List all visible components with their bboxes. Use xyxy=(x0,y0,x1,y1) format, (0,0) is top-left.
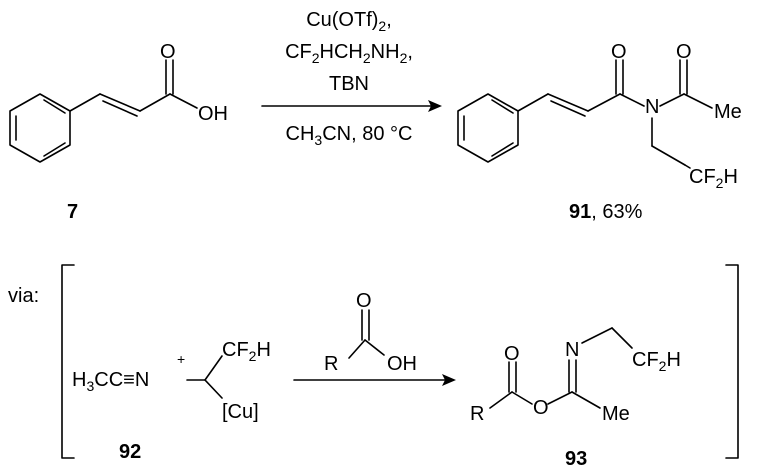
product-nitrogen: N xyxy=(645,96,659,118)
reagent-line-2: CF2HCH2NH2, xyxy=(285,41,413,66)
left-bracket xyxy=(61,264,75,459)
acid-hydroxyl: OH xyxy=(387,353,417,375)
intermediate-93-cf2h: CF2H xyxy=(632,349,681,374)
compound-label-7: 7 xyxy=(67,201,78,223)
acid-bonds xyxy=(348,309,385,359)
intermediate-92-bonds xyxy=(186,355,223,399)
compound-label-91: 91, 63% xyxy=(569,201,643,223)
product-cf2h: CF2H xyxy=(689,166,738,191)
product-methyl: Me xyxy=(714,101,742,123)
product-oxygen-2: O xyxy=(676,41,692,63)
intermediate-93-r-group: R xyxy=(470,403,484,425)
carbonyl-oxygen: O xyxy=(160,41,176,63)
reagent-line-3: TBN xyxy=(329,73,369,95)
compound-91-structure xyxy=(457,59,713,169)
intermediate-92-h3ccn: H3CC≡N xyxy=(72,369,149,394)
product-oxygen-1: O xyxy=(611,41,627,63)
compound-label-93: 93 xyxy=(565,448,587,470)
via-label: via: xyxy=(8,285,39,307)
intermediate-93-oxygen-1: O xyxy=(504,343,520,365)
nitrilium-charge: + xyxy=(177,351,185,367)
intermediate-93-methyl: Me xyxy=(602,403,630,425)
mechanism-arrowhead xyxy=(442,374,456,386)
copper-label: [Cu] xyxy=(222,401,259,423)
compound-7-structure xyxy=(9,59,198,163)
intermediate-93-nitrogen: N xyxy=(565,339,579,361)
intermediate-92-cf2h: CF2H xyxy=(222,339,271,364)
compound-label-92: 92 xyxy=(119,441,141,463)
right-bracket xyxy=(725,264,739,459)
acid-oxygen: O xyxy=(356,290,372,312)
reaction-arrowhead xyxy=(428,100,442,112)
intermediate-93-bonds xyxy=(489,327,633,409)
hydroxyl-label: OH xyxy=(198,103,228,125)
intermediate-93-oxygen-2: O xyxy=(533,397,549,419)
reaction-conditions: CH3CN, 80 °C xyxy=(286,123,413,148)
reagent-line-1: Cu(OTf)2, xyxy=(306,9,392,34)
acid-r-group: R xyxy=(324,353,338,375)
